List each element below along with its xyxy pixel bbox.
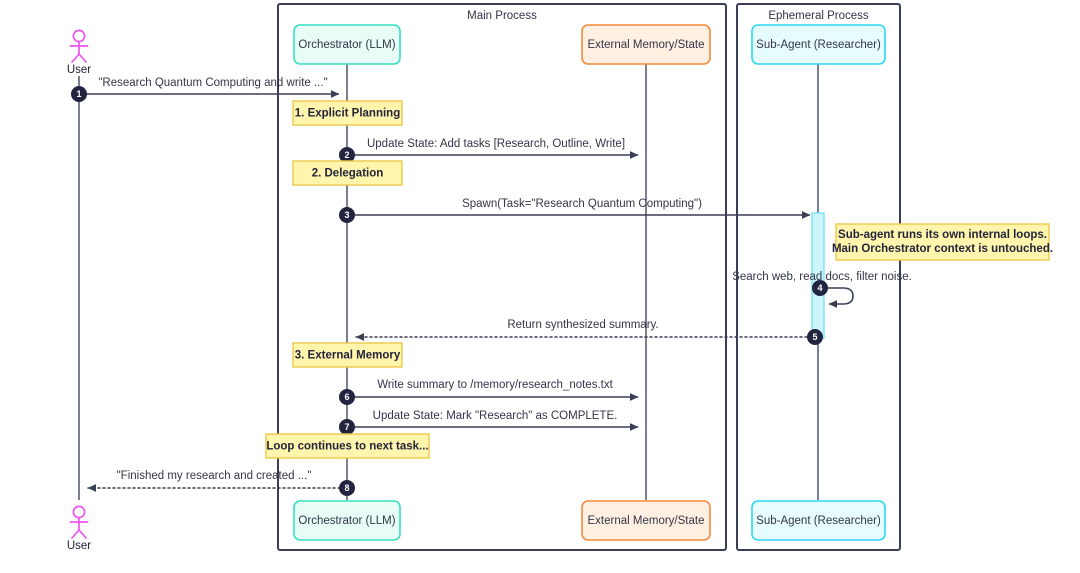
message-4-label: Search web, read docs, filter noise. (732, 271, 912, 283)
message-1-seq: 1 (76, 89, 81, 99)
participant-memory-bottom[interactable]: External Memory/State (581, 500, 711, 541)
message-4: Search web, read docs, filter noise. 4 (732, 271, 912, 308)
note-delegation-rect (292, 160, 403, 186)
message-5-badge (807, 329, 823, 345)
participant-subagent-bottom[interactable]: Sub-Agent (Researcher) (751, 500, 886, 541)
participant-box-memory-bottom[interactable] (581, 500, 711, 541)
main-process-border (277, 3, 727, 551)
message-6-seq: 6 (344, 392, 349, 402)
participant-label-orchestrator-bottom: Orchestrator (LLM) (298, 515, 395, 527)
participant-orchestrator-bottom[interactable]: Orchestrator (LLM) (293, 500, 401, 541)
message-2-label: Update State: Add tasks [Research, Outli… (367, 138, 625, 150)
participant-label-orchestrator-top: Orchestrator (LLM) (298, 39, 395, 51)
note-loop-continues: Loop continues to next task... (265, 433, 430, 459)
note-subagent-loops: Sub-agent runs its own internal loops. M… (832, 223, 1053, 261)
actor-leg-left-icon-bottom (71, 529, 80, 539)
actor-label-user-bottom: User (67, 540, 91, 552)
note-explicit-planning-rect (292, 100, 403, 126)
participant-box-memory-top[interactable] (581, 24, 711, 65)
ephemeral-process-title: Ephemeral Process (768, 10, 869, 22)
message-5: Return synthesized summary. 5 (355, 319, 823, 345)
ephemeral-process-border (736, 3, 901, 551)
note-explicit-planning-text: 1. Explicit Planning (295, 108, 400, 120)
message-5-label: Return synthesized summary. (507, 319, 658, 331)
participant-orchestrator-top[interactable]: Orchestrator (LLM) (293, 24, 401, 65)
note-loop-continues-text: Loop continues to next task... (266, 441, 428, 453)
group-main-process: Main Process (277, 3, 727, 551)
message-4-seq: 4 (817, 283, 822, 293)
message-4-badge (812, 280, 828, 296)
lifelines (78, 64, 819, 500)
participant-label-subagent-bottom: Sub-Agent (Researcher) (756, 515, 881, 527)
participant-box-orchestrator-top[interactable] (293, 24, 401, 65)
message-2-seq: 2 (344, 150, 349, 160)
participant-user-bottom[interactable]: User (67, 505, 91, 552)
participant-label-subagent-top: Sub-Agent (Researcher) (756, 39, 881, 51)
message-1-badge (71, 86, 87, 102)
message-8-badge (339, 480, 355, 496)
participant-subagent-top[interactable]: Sub-Agent (Researcher) (751, 24, 886, 65)
note-external-memory: 3. External Memory (292, 342, 403, 368)
note-subagent-loops-rect (835, 223, 1050, 261)
message-6-label: Write summary to /memory/research_notes.… (377, 379, 613, 391)
participant-memory-top[interactable]: External Memory/State (581, 24, 711, 65)
message-8-seq: 8 (344, 483, 349, 493)
actor-head-icon (72, 29, 86, 43)
participant-box-orchestrator-bottom[interactable] (293, 500, 401, 541)
participant-label-memory-bottom: External Memory/State (588, 515, 705, 527)
note-subagent-loops-line2: Main Orchestrator context is untouched. (832, 243, 1053, 255)
participant-label-memory-top: External Memory/State (588, 39, 705, 51)
message-7-label: Update State: Mark "Research" as COMPLET… (373, 410, 618, 422)
message-7-seq: 7 (344, 422, 349, 432)
participant-box-subagent-top[interactable] (751, 24, 886, 65)
note-external-memory-rect (292, 342, 403, 368)
group-ephemeral-process: Ephemeral Process (736, 3, 901, 551)
participant-box-subagent-bottom[interactable] (751, 500, 886, 541)
message-2: Update State: Add tasks [Research, Outli… (339, 138, 639, 163)
actor-head-icon-bottom (72, 505, 86, 519)
note-subagent-loops-line1: Sub-agent runs its own internal loops. (838, 229, 1047, 241)
message-3-seq: 3 (344, 210, 349, 220)
actor-leg-right-icon-bottom (78, 529, 87, 539)
message-6: Write summary to /memory/research_notes.… (339, 379, 639, 405)
note-delegation-text: 2. Delegation (312, 168, 384, 180)
participant-user-top[interactable]: User (67, 29, 91, 76)
actor-leg-left-icon (71, 53, 80, 63)
message-8: "Finished my research and created ..." 8 (87, 470, 355, 496)
note-loop-continues-rect (265, 433, 430, 459)
message-5-seq: 5 (812, 332, 817, 342)
actor-label-user-top: User (67, 64, 91, 76)
message-3-label: Spawn(Task="Research Quantum Computing") (462, 198, 702, 210)
note-delegation: 2. Delegation (292, 160, 403, 186)
message-7: Update State: Mark "Research" as COMPLET… (339, 410, 639, 435)
message-4-selfloop-arrow (824, 287, 854, 308)
main-process-title: Main Process (467, 10, 537, 22)
message-1: "Research Quantum Computing and write ..… (71, 77, 340, 102)
message-6-badge (339, 389, 355, 405)
message-3: Spawn(Task="Research Quantum Computing")… (339, 198, 811, 223)
message-1-label: "Research Quantum Computing and write ..… (98, 77, 327, 89)
message-3-badge (339, 207, 355, 223)
message-8-label: "Finished my research and created ..." (117, 470, 312, 482)
note-external-memory-text: 3. External Memory (295, 350, 401, 362)
actor-leg-right-icon (78, 53, 87, 63)
note-explicit-planning: 1. Explicit Planning (292, 100, 403, 126)
